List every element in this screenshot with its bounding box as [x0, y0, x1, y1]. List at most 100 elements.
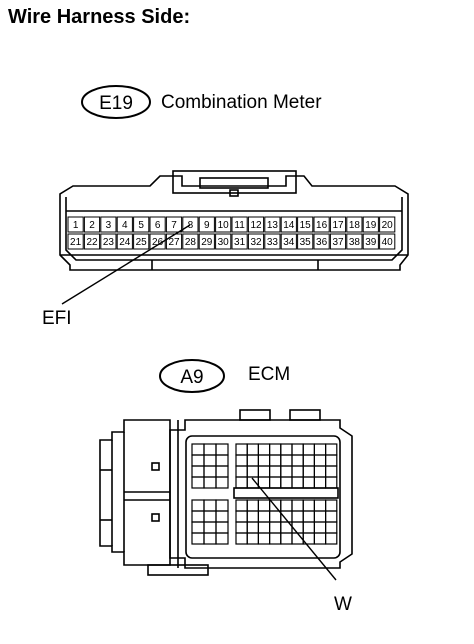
a9-terminal-cell: [257, 510, 271, 523]
e19-pin-number: 38: [349, 237, 361, 248]
a9-terminal-cell: [203, 510, 217, 523]
e19-pin-number: 18: [349, 220, 361, 231]
e19-pin-number: 7: [171, 220, 177, 231]
w-leader-line: [251, 477, 337, 581]
e19-pin-cell: [329, 216, 347, 233]
a9-terminal-cell: [246, 443, 259, 456]
e19-pin-number: 34: [283, 237, 295, 248]
e19-pin-number: 33: [267, 237, 279, 248]
a9-terminal-cell: [269, 454, 282, 467]
a9-terminal-cell: [203, 532, 217, 545]
a9-terminal-cell: [235, 465, 248, 478]
a9-terminal-cell: [325, 532, 338, 545]
a9-terminal-cell: [291, 499, 304, 512]
a9-terminal-cell: [203, 465, 217, 478]
a9-terminal-cell: [215, 521, 229, 534]
a9-terminal-cell: [257, 454, 271, 467]
e19-pin-cell: [247, 233, 265, 250]
e19-pin-number: 35: [300, 237, 312, 248]
a9-terminal-cell: [257, 476, 271, 489]
a9-connector-name: ECM: [248, 364, 291, 385]
a9-terminal-cell: [280, 476, 293, 489]
e19-pin-number: 24: [119, 237, 131, 248]
a9-terminal-cell: [215, 510, 229, 523]
e19-pin-number: 23: [103, 237, 115, 248]
e19-pin-cell: [280, 233, 297, 250]
e19-pin-cell: [116, 233, 133, 250]
e19-pin-cell: [379, 216, 396, 233]
e19-pin-number: 1: [73, 220, 79, 231]
e19-pin-number: 25: [136, 237, 148, 248]
e19-pin-number: 28: [185, 237, 197, 248]
a9-terminal-cell: [215, 476, 229, 489]
e19-pin-cell: [198, 233, 215, 250]
e19-pin-number: 6: [155, 220, 161, 231]
e19-pin-number: 4: [122, 220, 128, 231]
a9-terminal-cell: [191, 532, 205, 545]
e19-pin-number: 40: [382, 237, 394, 248]
a9-terminal-cell: [215, 532, 229, 545]
a9-connector: [99, 409, 353, 576]
e19-pin-cell: [116, 216, 133, 233]
e19-pin-number: 8: [188, 220, 194, 231]
e19-pin-cell: [264, 216, 281, 233]
a9-pin-grid: [191, 443, 338, 545]
e19-pin-number: 3: [106, 220, 112, 231]
a9-terminal-cell: [191, 465, 205, 478]
a9-terminal-cell: [257, 499, 271, 512]
a9-terminal-cell: [257, 443, 271, 456]
a9-terminal-cell: [313, 476, 327, 489]
e19-pin-cell: [329, 233, 347, 250]
a9-terminal-cell: [325, 476, 338, 489]
a9-terminal-cell: [280, 499, 293, 512]
e19-pin-number: 30: [218, 237, 230, 248]
e19-pin-cell: [149, 233, 166, 250]
a9-terminal-cell: [269, 443, 282, 456]
a9-terminal-cell: [291, 465, 304, 478]
e19-pin-number: 12: [250, 220, 262, 231]
e19-pin-number: 9: [204, 220, 210, 231]
e19-pin-cell: [362, 216, 379, 233]
a9-code: A9: [180, 367, 203, 388]
a9-terminal-cell: [302, 454, 316, 467]
a9-terminal-cell: [246, 499, 259, 512]
a9-terminal-cell: [257, 532, 271, 545]
e19-pin-number: 20: [382, 220, 394, 231]
a9-terminal-cell: [291, 521, 304, 534]
e19-pin-cell: [313, 216, 330, 233]
a9-terminal-cell: [325, 521, 338, 534]
e19-pin-cell: [83, 216, 101, 233]
e19-pin-cell: [215, 216, 232, 233]
e19-pin-cell: [67, 216, 84, 233]
e19-pin-number: 11: [234, 220, 245, 231]
e19-pin-cell: [182, 233, 199, 250]
e19-pin-number: 39: [365, 237, 377, 248]
a9-terminal-cell: [313, 443, 327, 456]
e19-connector-name: Combination Meter: [161, 92, 322, 113]
a9-terminal-cell: [191, 443, 205, 456]
a9-terminal-cell: [325, 454, 338, 467]
e19-pin-cell: [165, 216, 183, 233]
a9-terminal-cell: [235, 510, 248, 523]
diagram-title: Wire Harness Side:: [8, 6, 191, 28]
e19-pin-number: 21: [70, 237, 82, 248]
a9-terminal-cell: [302, 521, 316, 534]
a9-terminal-cell: [235, 521, 248, 534]
e19-pin-number: 13: [267, 220, 279, 231]
e19-pin-cell: [362, 233, 379, 250]
e19-code-badge: E19: [81, 85, 151, 119]
a9-terminal-cell: [269, 465, 282, 478]
efi-callout-label: EFI: [42, 308, 72, 329]
a9-terminal-cell: [191, 521, 205, 534]
a9-terminal-cell: [235, 454, 248, 467]
e19-pin-cell: [346, 233, 363, 250]
e19-pin-cell: [83, 233, 101, 250]
a9-terminal-cell: [246, 465, 259, 478]
a9-terminal-cell: [302, 510, 316, 523]
a9-terminal-cell: [235, 532, 248, 545]
a9-terminal-cell: [235, 443, 248, 456]
a9-terminal-cell: [313, 510, 327, 523]
a9-terminal-cell: [302, 443, 316, 456]
